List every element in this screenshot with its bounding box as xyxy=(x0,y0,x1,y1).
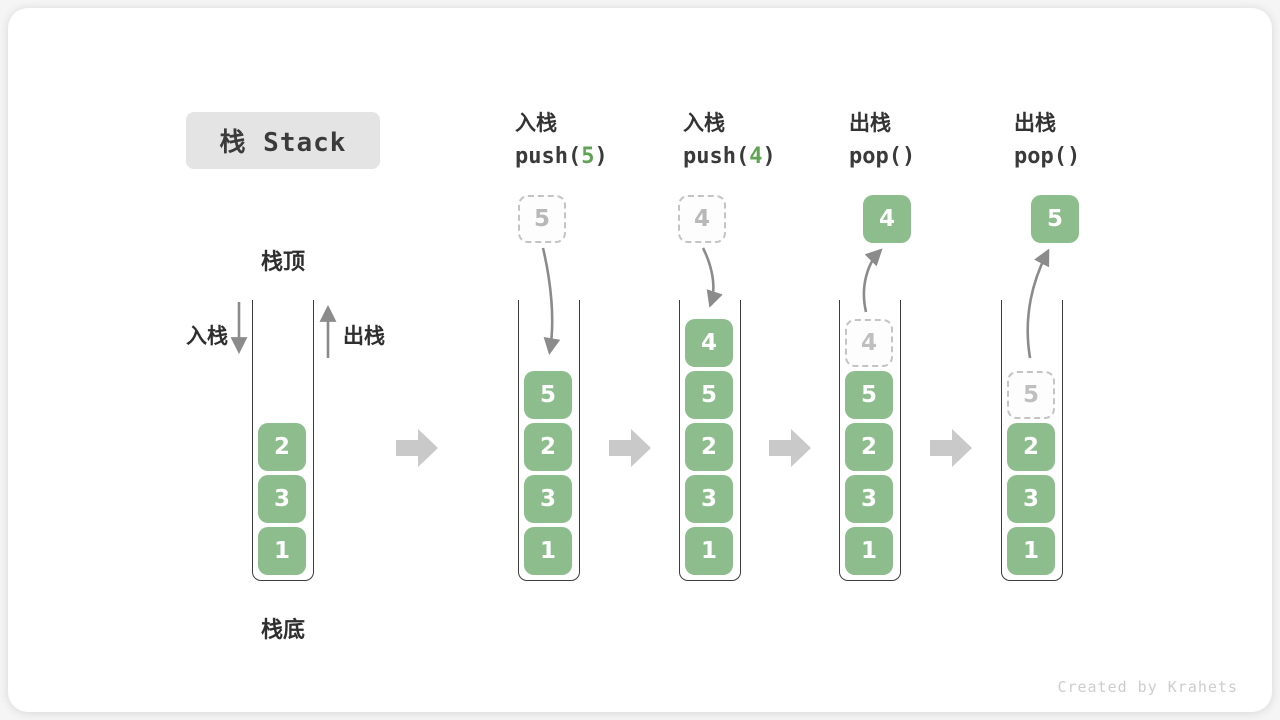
stack-element: 1 xyxy=(845,527,893,575)
stack-element: 3 xyxy=(845,475,893,523)
stack-element: 2 xyxy=(258,423,306,471)
stack-element: 5 xyxy=(845,371,893,419)
title-box: 栈 Stack xyxy=(186,112,380,169)
stack-element: 1 xyxy=(524,527,572,575)
stack-element: 2 xyxy=(845,423,893,471)
code-pre: pop( xyxy=(849,144,902,169)
stack-element: 5 xyxy=(685,371,733,419)
code-pre: pop( xyxy=(1014,144,1067,169)
page-title: 栈 Stack xyxy=(219,128,347,158)
step-header-pop-1: 出栈 pop() xyxy=(849,107,1009,169)
watermark: Created by Krahets xyxy=(1057,678,1238,696)
code-arg: 5 xyxy=(581,144,595,169)
stack-element: 2 xyxy=(524,423,572,471)
step-header-push-4: 入栈 push(4) xyxy=(683,107,843,169)
stack-element: 3 xyxy=(258,475,306,523)
operation-code: pop() xyxy=(849,144,1009,169)
stack-after-pop-5: 5 2 3 1 xyxy=(1001,300,1063,581)
operation-label: 出栈 xyxy=(1014,112,1056,135)
code-post: ) xyxy=(1066,144,1081,169)
stack-element: 3 xyxy=(685,475,733,523)
incoming-value-box: 4 xyxy=(678,195,726,243)
popped-ghost-element: 4 xyxy=(845,319,893,367)
stack-top-label: 栈顶 xyxy=(260,249,305,274)
operation-code: push(4) xyxy=(683,144,843,169)
code-pre: push( xyxy=(683,144,750,169)
popped-value-box: 5 xyxy=(1031,195,1079,243)
popped-ghost-element: 5 xyxy=(1007,371,1055,419)
code-post: ) xyxy=(901,144,916,169)
stack-element: 4 xyxy=(685,319,733,367)
operation-code: pop() xyxy=(1014,144,1174,169)
operation-label: 入栈 xyxy=(683,112,725,135)
stack-element: 1 xyxy=(685,527,733,575)
stack-after-pop-4: 4 5 2 3 1 xyxy=(839,300,901,581)
stack-element: 2 xyxy=(685,423,733,471)
stack-element: 1 xyxy=(258,527,306,575)
code-pre: push( xyxy=(515,144,582,169)
stack-element: 2 xyxy=(1007,423,1055,471)
stack-after-push-4: 4 5 2 3 1 xyxy=(679,300,741,581)
stack-element: 5 xyxy=(524,371,572,419)
stack-element: 3 xyxy=(524,475,572,523)
stack-bottom-label: 栈底 xyxy=(260,617,305,642)
operation-label: 出栈 xyxy=(849,112,891,135)
stack-element: 1 xyxy=(1007,527,1055,575)
step-header-pop-2: 出栈 pop() xyxy=(1014,107,1174,169)
operation-code: push(5) xyxy=(515,144,675,169)
incoming-value-box: 5 xyxy=(518,195,566,243)
operation-label: 入栈 xyxy=(515,112,557,135)
step-header-push-5: 入栈 push(5) xyxy=(515,107,675,169)
code-post: ) xyxy=(594,144,608,169)
pop-direction-label: 出栈 xyxy=(343,325,385,348)
popped-value-box: 4 xyxy=(863,195,911,243)
stack-initial: 2 3 1 xyxy=(252,300,314,581)
stack-after-push-5: 5 2 3 1 xyxy=(518,300,580,581)
stack-element: 3 xyxy=(1007,475,1055,523)
code-arg: 4 xyxy=(749,144,763,169)
code-post: ) xyxy=(762,144,776,169)
push-direction-label: 入栈 xyxy=(186,325,228,348)
